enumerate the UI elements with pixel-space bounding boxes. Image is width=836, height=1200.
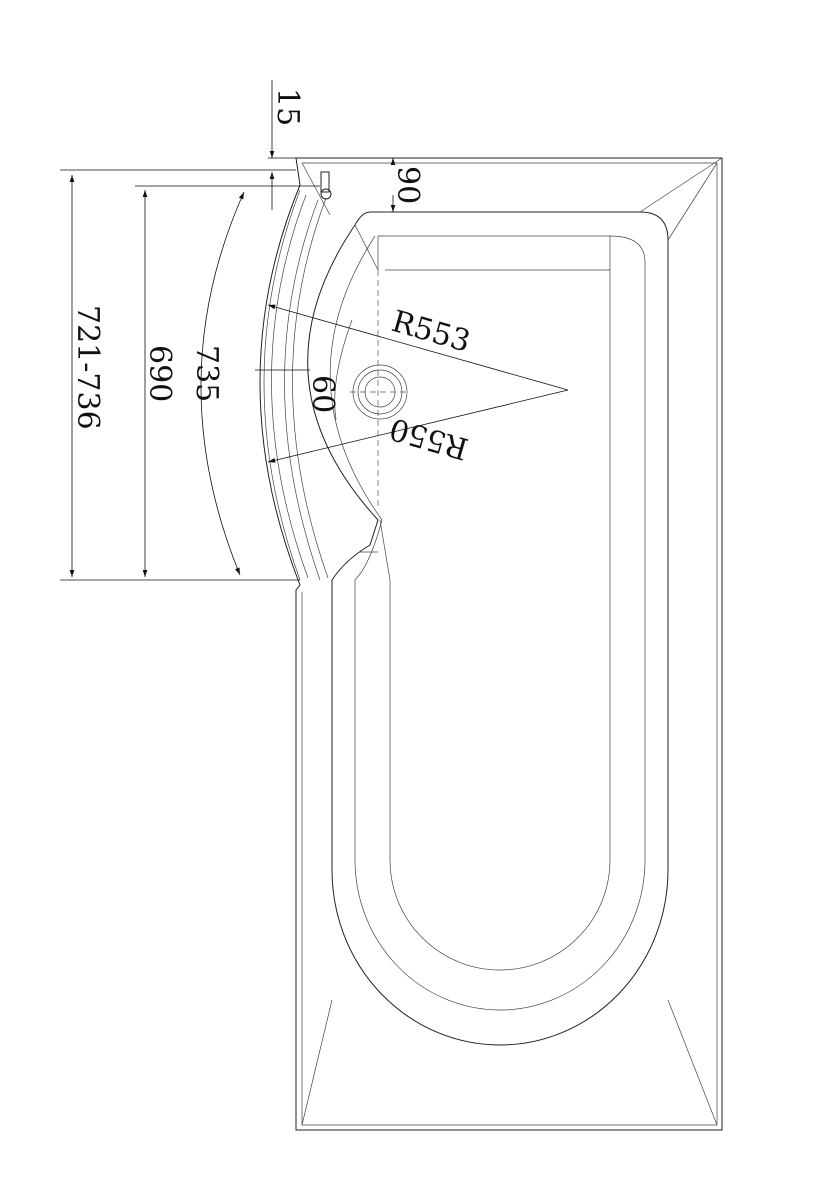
basin <box>301 157 723 1126</box>
drain <box>350 364 410 420</box>
bath-outline <box>259 157 723 1131</box>
dimension-lines <box>60 80 569 581</box>
dim-label-90: 90 <box>390 166 425 204</box>
dim-label-735: 735 <box>189 345 224 402</box>
dim-label-15: 15 <box>270 88 305 126</box>
dim-label-690: 690 <box>142 345 177 402</box>
fitting <box>320 171 332 200</box>
dim-label-r550: R550 <box>386 410 472 466</box>
dim-label-60: 60 <box>305 375 340 413</box>
dim-label-721-736: 721-736 <box>70 305 105 430</box>
